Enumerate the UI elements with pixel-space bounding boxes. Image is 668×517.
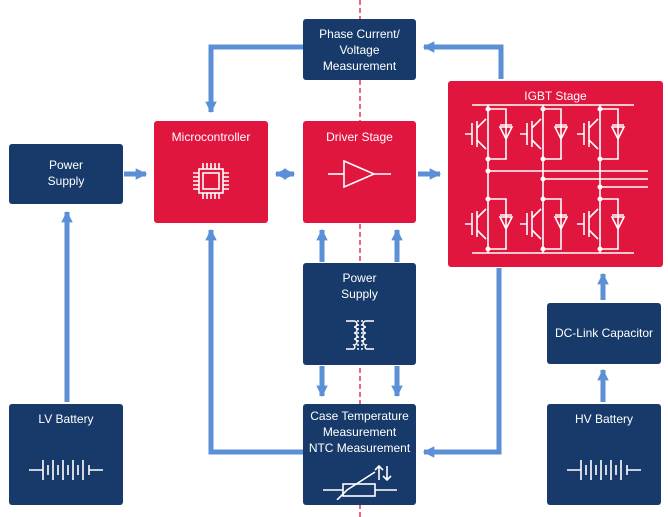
lv-power-supply-label-1: Power — [48, 158, 83, 172]
isolated-power-supply-label-1: Power — [342, 271, 377, 285]
arrow-igbt-to-phase-measurement — [422, 41, 504, 79]
microcontroller-label: Microcontroller — [171, 130, 251, 144]
chip-icon — [193, 163, 229, 199]
temperature-measurement-label-2: Measurement — [322, 425, 397, 439]
transformer-icon — [346, 320, 374, 350]
phase-measurement-label-3: Measurement — [322, 59, 397, 73]
temperature-measurement-block: Case Temperature Measurement NTC Measure… — [303, 404, 416, 505]
igbt-bridge-icon — [465, 104, 648, 254]
phase-measurement-block: Phase Current/ Voltage Measurement — [303, 19, 416, 80]
lv-battery-label: LV Battery — [38, 412, 94, 426]
phase-measurement-label-2: Voltage — [339, 43, 380, 57]
hv-battery-label: HV Battery — [574, 412, 634, 426]
dc-link-capacitor-label: DC-Link Capacitor — [554, 326, 654, 340]
igbt-stage-label: IGBT Stage — [524, 89, 587, 103]
dc-link-capacitor-block: DC-Link Capacitor — [547, 303, 661, 364]
isolated-power-supply-block: Power Supply — [303, 263, 416, 365]
battery-icon — [567, 460, 641, 480]
hv-battery-block: HV Battery — [547, 404, 661, 505]
amplifier-icon — [328, 159, 391, 189]
isolated-power-supply-label-2: Supply — [341, 287, 378, 301]
lv-battery-block: LV Battery — [9, 404, 123, 505]
phase-measurement-label-1: Phase Current/ — [319, 27, 400, 41]
temperature-measurement-label-1: Case Temperature — [310, 409, 409, 423]
arrow-igbt-to-temperature — [422, 268, 502, 458]
microcontroller-block: Microcontroller — [154, 121, 268, 223]
thermistor-icon — [323, 464, 397, 500]
arrow-phase-to-microcontroller — [205, 44, 303, 114]
lv-power-supply-label-2: Supply — [47, 174, 85, 188]
igbt-stage-block: IGBT Stage — [448, 81, 663, 267]
driver-stage-label: Driver Stage — [326, 130, 393, 144]
battery-icon — [29, 460, 103, 480]
lv-power-supply-block: Power Supply — [9, 144, 123, 204]
driver-stage-block: Driver Stage — [303, 121, 416, 223]
arrow-temperature-to-microcontroller — [205, 228, 303, 455]
temperature-measurement-label-3: NTC Measurement — [308, 441, 411, 455]
